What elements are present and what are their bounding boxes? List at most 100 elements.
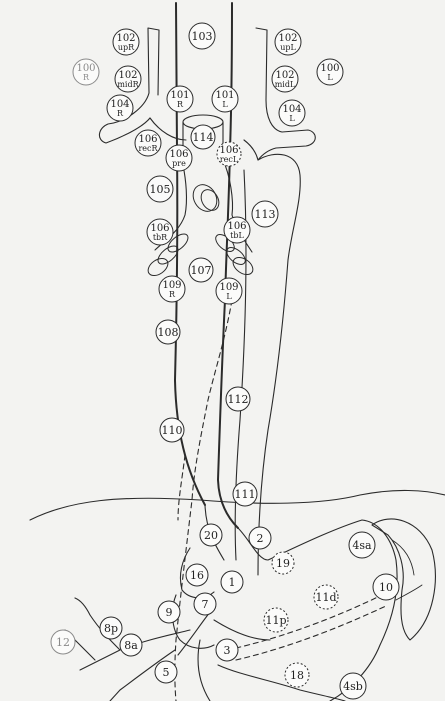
node-circle (313, 584, 339, 610)
node-suffix: pre (172, 159, 186, 168)
pancreas (213, 619, 346, 701)
node-number: 104 (282, 104, 301, 115)
node-circle (215, 277, 243, 305)
node-circle (372, 573, 400, 601)
node-station-1: 1 (220, 570, 244, 594)
node-circle (271, 65, 299, 93)
node-circle (114, 65, 142, 93)
node-number: 111 (235, 488, 256, 501)
node-number: 106 (219, 145, 238, 156)
node-number: 101 (215, 90, 234, 101)
splenic-artery-dashed (235, 594, 389, 661)
node-number: 102 (275, 70, 294, 81)
node-suffix: R (177, 100, 184, 109)
node-station-9: 9 (157, 600, 181, 624)
node-suffix: R (169, 290, 176, 299)
spleen-inner (391, 539, 423, 601)
node-station-8p: 8p (99, 616, 123, 640)
node-number: 103 (192, 30, 213, 43)
node-suffix: tbL (230, 231, 244, 240)
node-number: 106 (169, 149, 188, 160)
node-circle (146, 175, 174, 203)
right-common-carotid (98, 27, 160, 144)
node-station-11d: 11d (313, 584, 339, 610)
node-station-16: 16 (185, 563, 209, 587)
node-station-103: 103 (188, 22, 216, 50)
node-circle (348, 531, 376, 559)
node-number: 11d (315, 591, 336, 604)
node-number: 11p (265, 614, 286, 627)
node-circle (232, 481, 258, 507)
node-number: 102 (278, 33, 297, 44)
node-suffix: R (117, 109, 124, 118)
node-circle (193, 592, 217, 616)
node-circle (278, 99, 306, 127)
node-number: 4sb (343, 680, 363, 693)
node-number: 7 (202, 598, 209, 611)
node-station-20: 20 (199, 523, 223, 547)
node-circle (274, 28, 302, 56)
node-station-2: 2 (248, 526, 272, 550)
node-station-113: 113 (251, 200, 279, 228)
node-station-19: 19 (271, 551, 295, 575)
node-circle (50, 629, 76, 655)
node-suffix: L (327, 73, 333, 82)
node-circle (165, 144, 193, 172)
node-station-105: 105 (146, 175, 174, 203)
node-station-111: 111 (232, 481, 258, 507)
node-station-10: 10 (372, 573, 400, 601)
node-number: 110 (162, 424, 183, 437)
node-suffix: upL (280, 43, 296, 52)
node-number: 104 (110, 99, 129, 110)
node-station-112: 112 (225, 386, 251, 412)
node-number: 20 (204, 529, 218, 542)
node-station-12: 12 (50, 629, 76, 655)
node-station-11p: 11p (263, 607, 289, 633)
node-circle (251, 200, 279, 228)
node-station-7: 7 (193, 592, 217, 616)
node-number: 8p (104, 622, 118, 635)
left-bronchus (222, 159, 253, 253)
node-number: 8a (124, 639, 138, 652)
node-suffix: tbR (153, 233, 168, 242)
node-suffix: L (289, 114, 295, 123)
node-suffix: R (83, 73, 90, 82)
node-circle (159, 417, 185, 443)
node-circle (134, 129, 162, 157)
diaphragm (29, 489, 445, 521)
node-number: 9 (166, 606, 173, 619)
node-number: 102 (116, 33, 135, 44)
node-circle (220, 570, 244, 594)
node-number: 102 (118, 70, 137, 81)
node-station-5: 5 (154, 660, 178, 684)
node-circle (225, 386, 251, 412)
node-number: 109 (162, 280, 181, 291)
node-station-3: 3 (215, 638, 239, 662)
node-number: 3 (224, 644, 231, 657)
node-number: 105 (150, 183, 171, 196)
node-circle (190, 124, 216, 150)
left-common-carotid (255, 27, 316, 161)
node-number: 18 (290, 669, 304, 682)
node-suffix: midL (275, 80, 296, 89)
node-circle (215, 638, 239, 662)
node-suffix: L (226, 292, 232, 301)
node-circle (119, 633, 143, 657)
node-station-110: 110 (159, 417, 185, 443)
node-station-107: 107 (188, 257, 214, 283)
node-circle (223, 216, 251, 244)
node-station-4sb: 4sb (339, 672, 367, 700)
spleen (371, 518, 436, 641)
node-circle (284, 662, 310, 688)
node-circle (271, 551, 295, 575)
node-circle (188, 257, 214, 283)
